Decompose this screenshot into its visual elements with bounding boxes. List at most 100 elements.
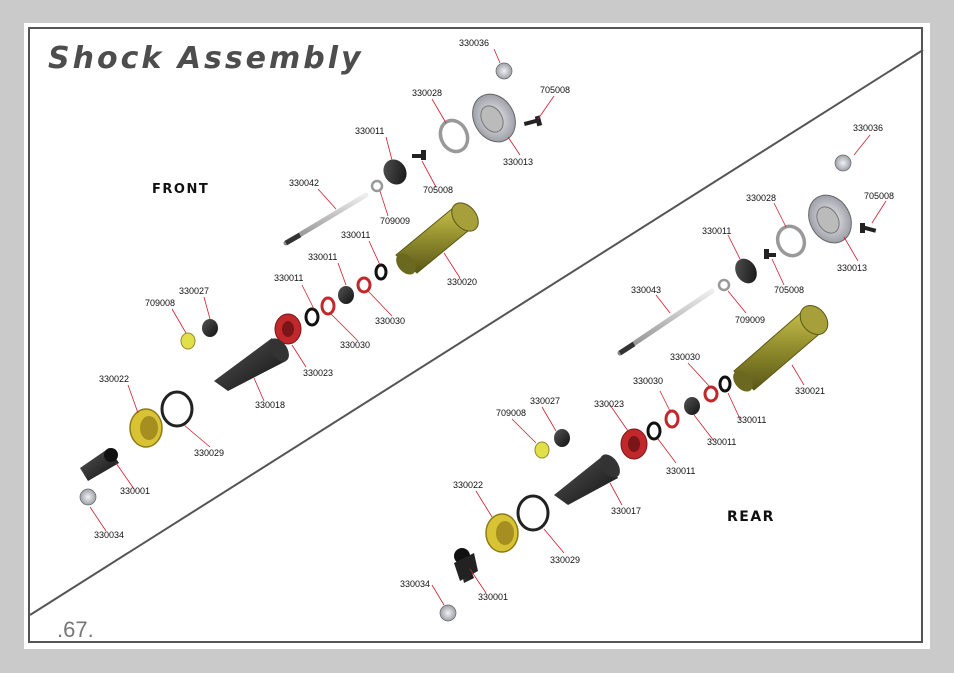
rear-label-705008b: 705008 [774,285,804,295]
front-ball-cap-330036 [495,62,513,80]
front-o-ring-330029 [160,390,194,428]
front-label-330030: 330030 [375,316,405,326]
front-label-330042: 330042 [289,178,319,188]
rear-label-330021: 330021 [795,386,825,396]
rear-label-330029: 330029 [550,555,580,565]
rear-oring-330011-a [718,375,732,393]
front-oring-330011-a [374,263,388,281]
front-collar-330023 [274,313,302,345]
front-label-330013: 330013 [503,157,533,167]
rear-nut-330027 [554,429,570,447]
page-frame [28,27,923,643]
front-label-705008b: 705008 [423,185,453,195]
rear-oring-330011-c [646,421,662,441]
rear-o-ring-330028 [775,224,807,258]
front-shock-cap-330013 [472,93,516,143]
rear-shock-body-330021 [733,305,829,392]
front-boot-330018 [214,338,289,391]
front-part-labels: 330036 330028 705008 330011 330013 70500… [94,38,570,540]
rear-shock-cap-330013 [808,194,852,244]
rear-ball-330034 [439,604,457,622]
rear-nut-709008 [534,441,550,459]
rear-label-330011: 330011 [702,226,731,236]
front-label-330011b: 330011 [341,230,370,240]
diagonal-divider [29,49,924,616]
front-label-330028: 330028 [412,88,442,98]
rear-label-330030: 330030 [670,352,700,362]
rear-label-330036: 330036 [853,123,883,133]
front-label-330011d: 330011 [274,273,303,283]
front-label-330020: 330020 [447,277,477,287]
rear-label-330028: 330028 [746,193,776,203]
front-leader-lines [89,48,555,532]
front-bushing-330011-b [338,286,354,304]
rear-oring-330030-b [664,409,680,429]
front-oring-330030-b [320,296,336,316]
rear-label-709008: 709008 [496,408,526,418]
front-label-330023: 330023 [303,368,333,378]
rear-label-705008: 705008 [864,191,894,201]
front-label-330011: 330011 [355,126,384,136]
rear-boot-330017 [554,454,620,505]
rear-ball-cap-330036 [834,154,852,172]
front-label-709009: 709009 [380,216,410,226]
front-oring-330011-c [304,307,320,327]
front-ball-330034 [79,488,97,506]
front-label-709008: 709008 [145,298,175,308]
rear-shaft-330043 [617,288,715,356]
front-shock-body-330020 [395,202,479,275]
front-collar-330022 [129,408,163,448]
front-label-330001: 330001 [120,486,150,496]
front-label-330029: 330029 [194,448,224,458]
rear-label-330023: 330023 [594,399,624,409]
manual-page: Shock Assembly FRONT REAR .67. [24,23,930,649]
rear-parts: 330036 330028 705008 330011 330013 70500… [400,123,894,622]
rear-bushing-330011-b [684,397,700,415]
front-nut-709008 [180,332,196,350]
rear-oring-330030-a [703,385,719,403]
front-screw-705008b [412,150,426,160]
rear-label-330011c: 330011 [707,437,736,447]
front-bushing-330011 [383,159,407,185]
rear-label-330027: 330027 [530,396,560,406]
front-oring-330030-a [356,276,372,294]
rear-label-330043: 330043 [631,285,661,295]
front-nut-330027 [202,319,218,337]
rear-label-330011d: 330011 [666,466,695,476]
rear-screw-705008 [860,223,877,233]
front-label-330027: 330027 [179,286,209,296]
front-label-330011c: 330011 [308,252,337,262]
front-o-ring-330028 [438,118,470,154]
rear-label-330013: 330013 [837,263,867,273]
front-parts: 330036 330028 705008 330011 330013 70500… [79,38,570,540]
front-rod-end-330001 [80,448,119,481]
front-label-330022: 330022 [99,374,129,384]
front-washer-709009 [370,179,384,193]
exploded-diagram: 330036 330028 705008 330011 330013 70500… [29,38,924,622]
rear-o-ring-330029 [516,494,550,532]
page-number: .67. [57,617,94,642]
front-label-330030b: 330030 [340,340,370,350]
front-label-330018: 330018 [255,400,285,410]
rear-label-330001: 330001 [478,592,508,602]
page-title: Shock Assembly [48,41,364,76]
rear-label-330011b: 330011 [737,415,766,425]
front-label-330036: 330036 [459,38,489,48]
rear-label-330017: 330017 [611,506,641,516]
rear-bushing-330011 [735,258,757,284]
front-label-330034: 330034 [94,530,124,540]
rear-screw-705008b [764,249,776,259]
rear-label-330034: 330034 [400,579,430,589]
front-shaft-330042 [283,192,369,246]
rear-heading: REAR [727,509,775,525]
rear-collar-330022 [485,513,519,553]
rear-washer-709009 [717,278,731,292]
rear-label-330022: 330022 [453,480,483,490]
rear-label-330030b: 330030 [633,376,663,386]
rear-part-labels: 330036 330028 705008 330011 330013 70500… [400,123,894,602]
rear-collar-330023 [620,428,648,460]
front-heading: FRONT [152,182,210,197]
front-label-705008: 705008 [540,85,570,95]
rear-leader-lines [431,134,887,606]
rear-rod-end-330001 [454,548,478,583]
